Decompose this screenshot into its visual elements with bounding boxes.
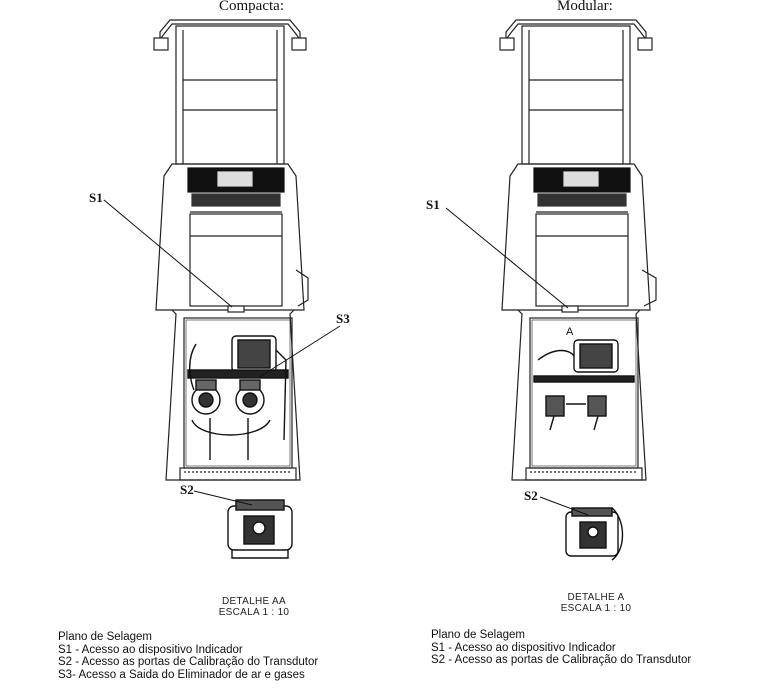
compacta-title: Compacta: [219,0,284,14]
modular-hydraulics [533,339,635,431]
modular-detail-scale: ESCALA 1 : 10 [560,603,632,614]
compacta-legend-item: S3- Acesso a Saida do Eliminador de ar e… [58,668,305,681]
modular-detail-caption: DETALHE A ESCALA 1 : 10 [548,592,644,614]
callout-a-modular: A [566,326,574,338]
compacta-legend: Plano de Selagem S1 - Acesso ao disposit… [58,631,318,681]
compacta-legend-heading: Plano de Selagem [58,631,152,643]
modular-leader-lines [445,207,589,516]
callout-s1-modular: S1 [426,197,440,212]
modular-detail-name: DETALHE A [567,592,625,603]
modular-title: Modular: [557,0,613,14]
compacta-hydraulics [187,335,289,460]
callout-s1-compacta: S1 [89,190,103,205]
modular-legend-item: S2 - Acesso as portas de Calibração do T… [431,654,692,666]
modular-dispenser [499,19,657,481]
compacta-leader-lines [103,199,341,506]
compacta-detail-scale: ESCALA 1 : 10 [218,607,290,618]
callout-s3-compacta: S3 [336,311,350,326]
compacta-legend-item: S1 - Acesso ao dispositivo Indicador [58,643,243,656]
modular-legend-heading: Plano de Selagem [431,629,525,641]
compacta-dispenser [153,19,309,481]
callout-s2-compacta: S2 [180,482,194,497]
callout-s2-modular: S2 [524,488,538,503]
compacta-legend-item: S2 - Acesso as portas de Calibração do T… [58,656,319,668]
modular-legend: Plano de Selagem S1 - Acesso ao disposit… [431,629,691,667]
compacta-detail-part [227,499,293,559]
compacta-detail-caption: DETALHE AA ESCALA 1 : 10 [206,596,302,618]
modular-detail-part [565,507,624,561]
modular-legend-item: S1 - Acesso ao dispositivo Indicador [431,641,616,654]
compacta-detail-name: DETALHE AA [222,596,286,607]
